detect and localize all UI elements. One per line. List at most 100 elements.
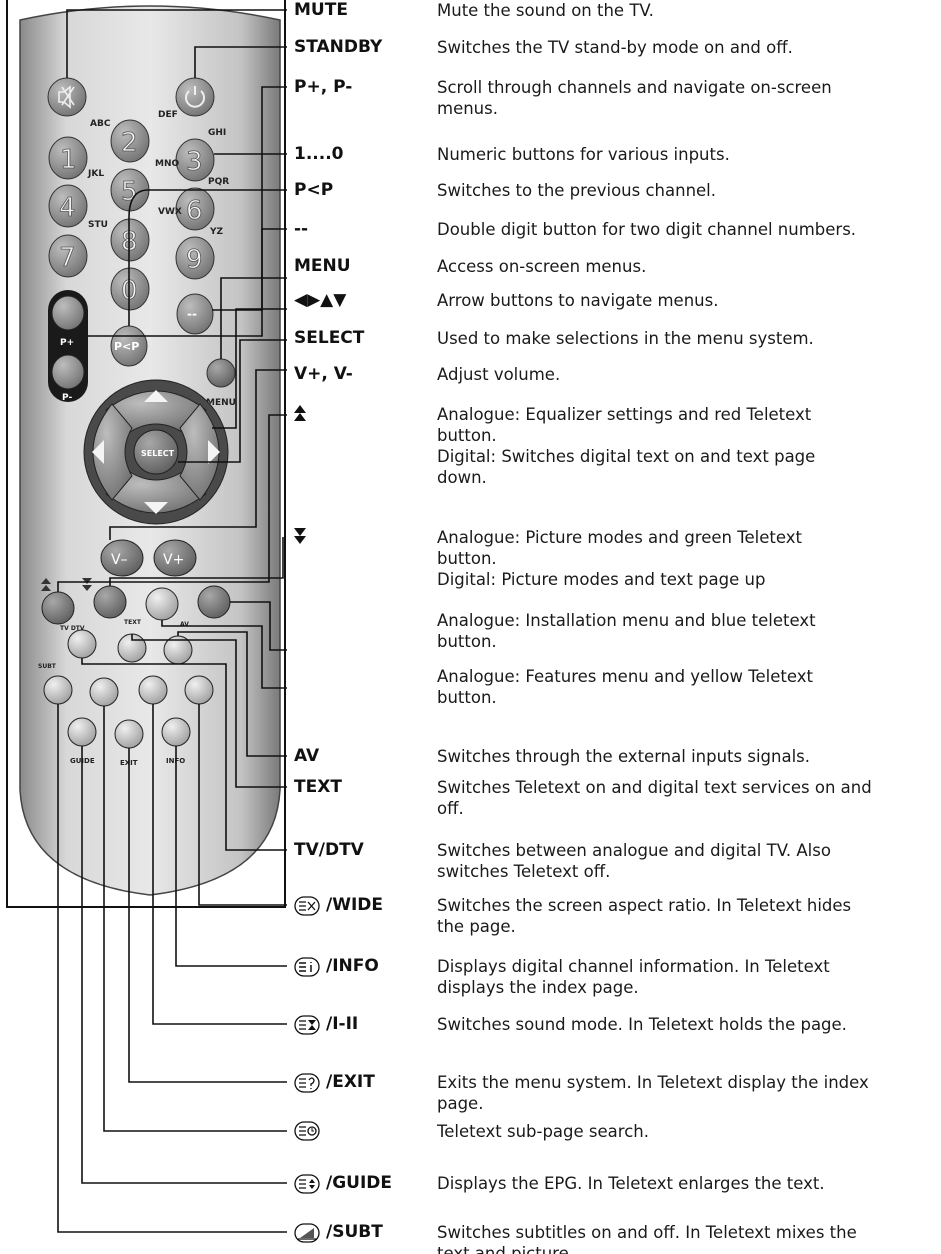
program-up-button [51, 295, 85, 331]
label-wide-text: /WIDE [326, 895, 384, 915]
letters-vwx: VWX [158, 207, 182, 217]
label-double-up [294, 404, 312, 422]
double-up-icon [294, 405, 306, 421]
subpage-button [89, 677, 119, 707]
double-up-icon [41, 578, 51, 591]
desc-double-digit: Double digit button for two digit channe… [437, 220, 857, 239]
hold-button [138, 675, 168, 705]
desc-tv-dtv: Switches between analogue and digital TV… [437, 841, 831, 881]
desc-double-down: Analogue: Picture modes and green Telete… [437, 528, 802, 589]
previous-channel-button[interactable]: P<P [110, 325, 148, 367]
green-button [93, 585, 127, 619]
tv-dtv-label: TV DTV [60, 625, 85, 632]
digit-label-9: 9 [186, 245, 203, 275]
label-hold-text: /I-II [326, 1014, 359, 1034]
label-guide-text: /GUIDE [326, 1173, 393, 1193]
yellow-button [145, 587, 179, 621]
leader-standby [194, 46, 287, 78]
exit-button [114, 719, 144, 749]
subt-label: SUBT [38, 663, 57, 670]
digit-button-7 [48, 234, 88, 278]
standby-button[interactable] [175, 77, 215, 117]
numeric-keypad[interactable]: 1 2 3 4 5 6 7 8 9 0 [48, 119, 215, 311]
digit-label-2: 2 [121, 128, 138, 158]
digit-button-2 [110, 119, 150, 163]
leader-av [177, 631, 287, 757]
desc-hold: Switches sound mode. In Teletext holds t… [437, 1015, 847, 1034]
arrow-down-button [105, 471, 207, 514]
teletext-info-icon [294, 956, 320, 977]
leader-guide [81, 746, 287, 1184]
program-buttons[interactable]: P+ P- [48, 290, 88, 403]
digit-button-0 [110, 267, 150, 311]
menu-button[interactable]: MENU [206, 358, 236, 408]
label-volume: V+, V- [294, 364, 353, 384]
label-double-down [294, 527, 312, 545]
digit-label-7: 7 [59, 243, 76, 273]
label-digits: 1....0 [294, 144, 344, 164]
program-up-label: P+ [60, 338, 74, 348]
blue-button [197, 585, 231, 619]
double-down-icon [82, 578, 92, 591]
label-subt: /SUBT [294, 1222, 383, 1243]
double-digit-button[interactable]: -- [176, 293, 214, 335]
label-tv-dtv: TV/DTV [294, 840, 364, 860]
leader-arrows [212, 308, 287, 429]
letters-def: DEF [158, 110, 178, 120]
leader-program [88, 86, 287, 337]
leader-hold [152, 704, 287, 1025]
leader-mute [66, 9, 287, 78]
guide-button [67, 717, 97, 747]
desc-previous: Switches to the previous channel. [437, 181, 717, 200]
mute-button[interactable] [47, 77, 87, 117]
label-subpage [294, 1121, 326, 1141]
teletext-subpage-icon [294, 1121, 320, 1141]
down-arrow-icon [144, 502, 168, 514]
desc-standby: Switches the TV stand-by mode on and off… [437, 38, 793, 57]
label-double-digit: -- [294, 219, 309, 239]
volume-down-label: V– [111, 552, 128, 568]
teletext-wide-icon [294, 895, 320, 916]
leader-blue [230, 601, 287, 651]
desc-select: Used to make selections in the menu syst… [437, 329, 814, 348]
label-text: TEXT [294, 777, 342, 797]
volume-buttons[interactable]: V– V+ [100, 539, 197, 577]
desc-exit: Exits the menu system. In Teletext displ… [437, 1073, 869, 1113]
program-down-button [51, 354, 85, 390]
digit-label-6: 6 [186, 196, 203, 226]
label-guide: /GUIDE [294, 1173, 392, 1194]
leader-exit [128, 748, 287, 1083]
arrow-right-button [179, 403, 220, 501]
label-mute: MUTE [294, 0, 348, 20]
double-digit-label: -- [187, 307, 197, 321]
label-menu: MENU [294, 256, 351, 276]
label-hold: /I-II [294, 1014, 358, 1035]
menu-label: MENU [206, 398, 236, 408]
teletext-row[interactable] [43, 675, 214, 707]
remote-frame [6, 0, 286, 908]
function-row[interactable]: SUBT [38, 629, 193, 670]
teletext-mix-icon [294, 1222, 320, 1243]
desc-arrows: Arrow buttons to navigate menus. [437, 291, 719, 310]
leader-wide [198, 704, 287, 906]
leader-subt [57, 704, 287, 1233]
teletext-hold-icon [294, 1014, 320, 1035]
desc-subpage: Teletext sub-page search. [437, 1122, 649, 1141]
label-select: SELECT [294, 328, 365, 348]
desc-mute: Mute the sound on the TV. [437, 1, 654, 20]
digit-label-3: 3 [186, 147, 203, 177]
leader-double-down [109, 537, 284, 586]
label-exit: /EXIT [294, 1072, 375, 1093]
digit-label-5: 5 [121, 177, 138, 207]
leader-subpage [103, 706, 287, 1132]
subtitle-button [43, 675, 73, 705]
volume-up-label: V+ [163, 552, 184, 568]
arrow-left-button [92, 403, 133, 501]
letters-stu: STU [88, 220, 108, 230]
navigation-pad[interactable]: SELECT [83, 379, 229, 525]
mute-icon [58, 85, 75, 109]
right-arrow-icon [208, 440, 220, 464]
select-button [133, 429, 179, 475]
